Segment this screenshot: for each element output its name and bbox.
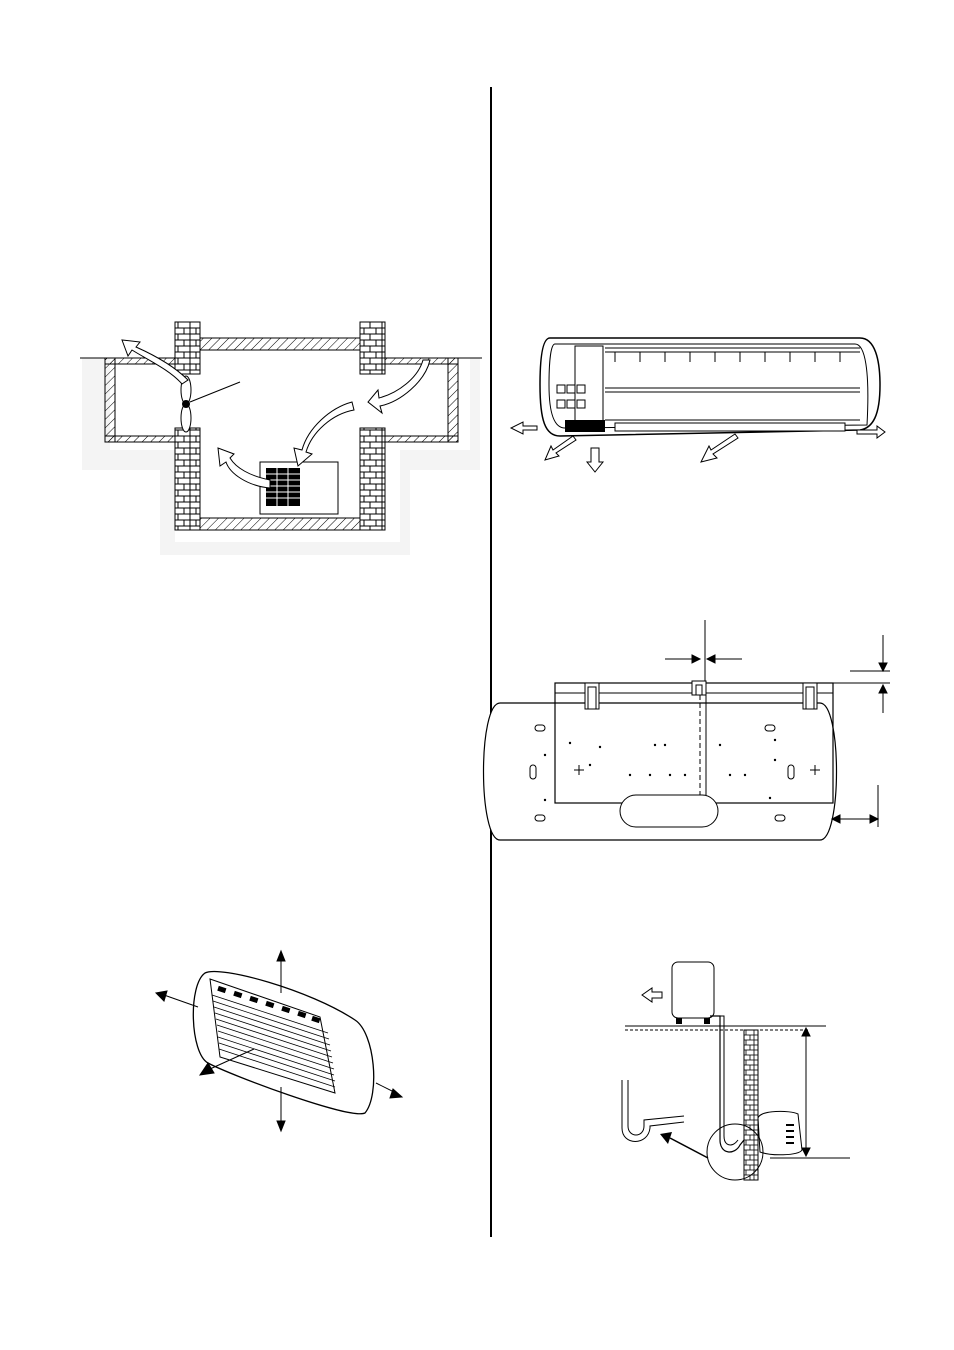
left-duct-wall: [104, 357, 116, 443]
outdoor-unit-icon: [671, 961, 715, 1024]
bottom-wall: [199, 517, 361, 531]
indoor-unit-pipe-directions-diagram: [509, 337, 886, 473]
clearance-arrows: [154, 949, 404, 1133]
ventilation-room-diagram: [80, 321, 482, 555]
indoor-unit-clearance-diagram: [154, 949, 404, 1133]
trap-detail-circle: [706, 1123, 764, 1181]
airflow-arrow-icon: [121, 339, 431, 489]
diagonal-left-arrow-icon: [544, 435, 577, 461]
right-arrow-icon: [856, 425, 886, 439]
pipe-routing-diagram: [621, 961, 850, 1181]
outdoor-unit-icon: [259, 461, 339, 515]
brick-pillar-bottom-right: [359, 427, 386, 531]
brick-pillar-top-left: [174, 321, 201, 375]
down-arrow-icon: [585, 447, 605, 473]
brick-pillar-bottom-left: [174, 427, 201, 531]
page-divider: [490, 87, 492, 1237]
right-duct-bottom: [384, 435, 459, 443]
left-arrow-icon: [509, 421, 538, 435]
refrigerant-pipe: [710, 1015, 745, 1153]
left-duct-bottom: [104, 435, 176, 443]
indoor-unit-icon: [757, 1110, 803, 1156]
fan-icon: [180, 375, 241, 433]
brick-pillar-top-right: [359, 321, 386, 375]
top-wall: [199, 337, 361, 351]
diagonal-mid-arrow-icon: [700, 433, 739, 463]
brick-wall: [743, 1029, 759, 1181]
indoor-unit-outline: [539, 337, 881, 437]
ground-soil: [82, 358, 480, 555]
mounting-plate-diagram: [482, 620, 890, 841]
right-duct-wall: [447, 357, 459, 443]
pipe-direction-arrows: [509, 421, 886, 473]
dimension-arrow-icon: [760, 1025, 850, 1159]
exhaust-arrow-icon: [641, 987, 663, 1003]
pipe-hole: [619, 794, 719, 828]
dimension-arrow-icon: [665, 620, 890, 827]
